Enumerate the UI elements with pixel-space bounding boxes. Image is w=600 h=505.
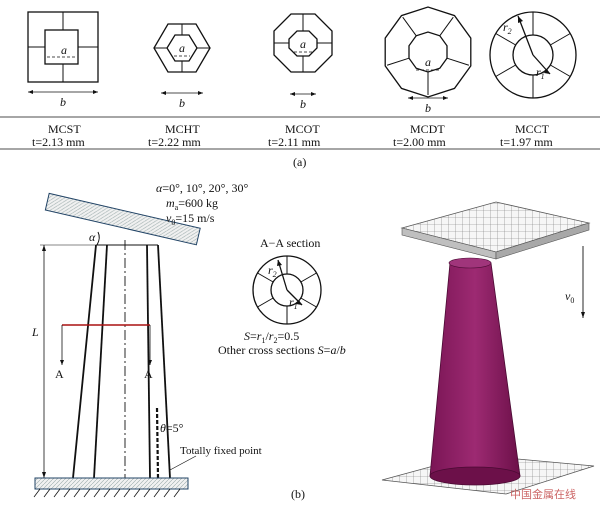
mcdt-b-label: b [425, 101, 431, 115]
mcdt-thickness: t=2.00 mm [393, 135, 446, 149]
panel-b-schematic: α=0°, 10°, 20°, 30° ma=600 kg v0=15 m/s … [31, 181, 262, 498]
alpha-label: α [89, 230, 96, 244]
mcot-section: a b MCOT t=2.11 mm [268, 13, 333, 149]
mcht-thickness: t=2.22 mm [148, 135, 201, 149]
impactor-mesh [400, 201, 591, 253]
mcst-b-label: b [60, 95, 66, 109]
watermark: 中国金属在线 [510, 487, 576, 501]
mcot-a-label: a [300, 37, 306, 51]
mcst-thickness: t=2.13 mm [32, 135, 85, 149]
impactor-plate [44, 192, 201, 246]
fixed-base [34, 477, 189, 490]
param-mass: ma=600 kg [166, 196, 218, 212]
mcdt-a-label: a [425, 55, 431, 69]
fe-model: v0 [381, 201, 595, 495]
mcot-name: MCOT [285, 122, 320, 136]
aa-r1-label: r1 [289, 295, 298, 311]
caption-a: (a) [293, 155, 306, 169]
caption-b: (b) [291, 487, 305, 501]
mcct-r1-label: r1 [536, 65, 545, 81]
mcct-r2-label: r2 [503, 20, 512, 36]
mcdt-name: MCDT [410, 122, 445, 136]
mcct-thickness: t=1.97 mm [500, 135, 553, 149]
param-alpha: α=0°, 10°, 20°, 30° [156, 181, 248, 195]
mcdt-section: a b MCDT t=2.00 mm [384, 6, 472, 149]
section-marker-left: A [55, 367, 64, 381]
panel-a: a b MCST t=2.13 mm a b MCHT t=2.22 mm [0, 6, 600, 169]
mcst-a-label: a [61, 43, 67, 57]
mcht-name: MCHT [165, 122, 200, 136]
fe-tube [429, 262, 521, 477]
param-velocity: v0=15 m/s [166, 211, 215, 227]
length-label: L [31, 325, 39, 339]
aa-section-title: A−A section [260, 236, 320, 250]
mcht-section: a b MCHT t=2.22 mm [148, 23, 211, 149]
mcht-b-label: b [179, 96, 185, 110]
mcst-section: a b MCST t=2.13 mm [27, 11, 99, 149]
mcct-name: MCCT [515, 122, 550, 136]
theta-label: θ=5° [160, 421, 184, 435]
section-marker-right: A [144, 367, 153, 381]
velocity-label: v0 [565, 289, 574, 305]
mcht-a-label: a [179, 41, 185, 55]
fixed-point-label: Totally fixed point [180, 445, 262, 457]
ratio-text: S=r1/r2=0.5 [244, 329, 299, 345]
mcot-thickness: t=2.11 mm [268, 135, 321, 149]
other-sections-text: Other cross sections S=a/b [218, 343, 346, 357]
mcst-name: MCST [48, 122, 81, 136]
mcot-b-label: b [300, 97, 306, 111]
aa-r2-label: r2 [268, 263, 277, 279]
aa-section: A−A section r2 r1 S=r1/r2=0.5 Other cros… [218, 236, 346, 357]
mcct-section: r2 r1 MCCT t=1.97 mm [489, 11, 577, 149]
